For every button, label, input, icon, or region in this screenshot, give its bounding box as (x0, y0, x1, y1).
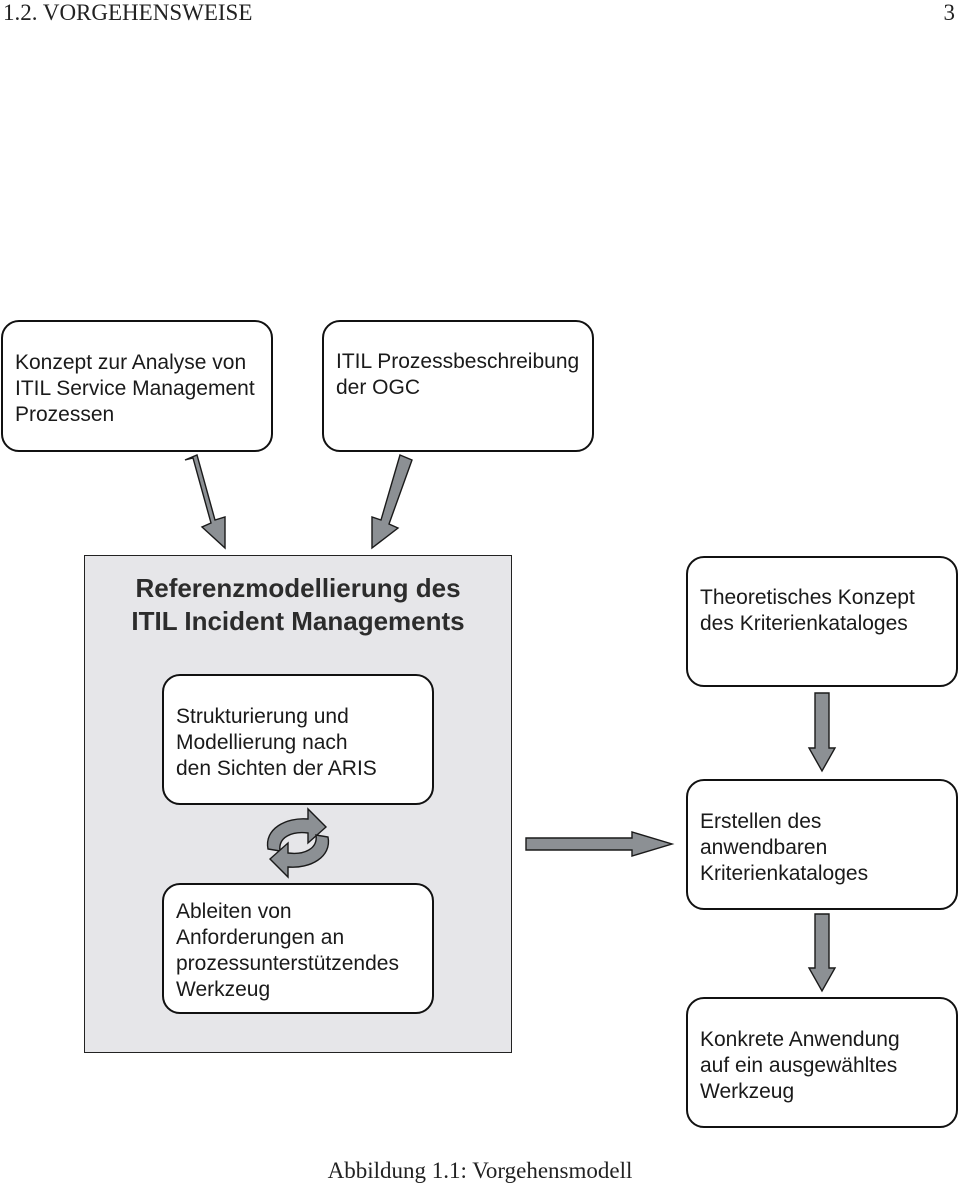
analysis-concept-box: Konzept zur Analyse von ITIL Service Man… (1, 320, 273, 452)
box-text-line: Werkzeug (176, 978, 271, 1001)
box-text-line: ITIL Service Management (15, 377, 255, 400)
arrow-ogc-to-modelling (371, 454, 413, 550)
arrow-analysis-to-modelling (184, 454, 226, 550)
ogc-process-description-box: ITIL Prozessbeschreibung der OGC (322, 320, 594, 452)
concrete-application-box: Konkrete Anwendung auf ein ausgewähltes … (686, 997, 958, 1128)
arrow-concept-to-create (807, 692, 837, 773)
box-text-line: Strukturierung und (176, 705, 349, 728)
box-text-line: Erstellen des (700, 810, 822, 833)
box-text-line: Konkrete Anwendung (700, 1028, 900, 1051)
box-text-line: auf ein ausgewähltes (700, 1054, 898, 1077)
figure-caption: Abbildung 1.1: Vorgehensmodell (327, 1158, 633, 1183)
panel-title-line: ITIL Incident Managements (131, 606, 465, 636)
box-text-line: den Sichten der ARIS (176, 757, 377, 780)
box-text-line: prozessunterstützendes (176, 952, 399, 975)
panel-title-line: Referenzmodellierung des (135, 573, 461, 603)
arrow-create-to-apply (807, 913, 837, 993)
page-number: 3 (943, 0, 956, 25)
box-text-line: Kriterienkataloges (700, 862, 869, 885)
panel-title: Referenzmodellierung des ITIL Incident M… (85, 572, 511, 638)
box-text-line: Ableiten von (176, 900, 292, 923)
arrow-modelling-to-criteria (525, 831, 675, 857)
derive-requirements-box: Ableiten von Anforderungen an prozessunt… (162, 883, 434, 1014)
create-catalog-box: Erstellen des anwendbaren Kriterienkatal… (686, 779, 958, 910)
box-text-line: Prozessen (15, 403, 115, 426)
aris-structuring-box: Strukturierung und Modellierung nach den… (162, 674, 434, 805)
box-text-line: Konzept zur Analyse von (15, 351, 247, 374)
theoretical-concept-box: Theoretisches Konzept des Kriterienkatal… (686, 556, 958, 687)
box-text-line: des Kriterienkataloges (700, 612, 908, 635)
box-text-line: Theoretisches Konzept (700, 586, 915, 609)
running-header: 1.2. VORGEHENSWEISE 3 (0, 0, 960, 30)
section-title: 1.2. VORGEHENSWEISE (3, 0, 253, 25)
box-text-line: Anforderungen an (176, 926, 345, 949)
box-text-line: anwendbaren (700, 836, 828, 859)
box-text-line: Werkzeug (700, 1080, 795, 1103)
box-text-line: ITIL Prozessbeschreibung (336, 350, 580, 373)
box-text-line: der OGC (336, 376, 421, 399)
box-text-line: Modellierung nach (176, 731, 348, 754)
